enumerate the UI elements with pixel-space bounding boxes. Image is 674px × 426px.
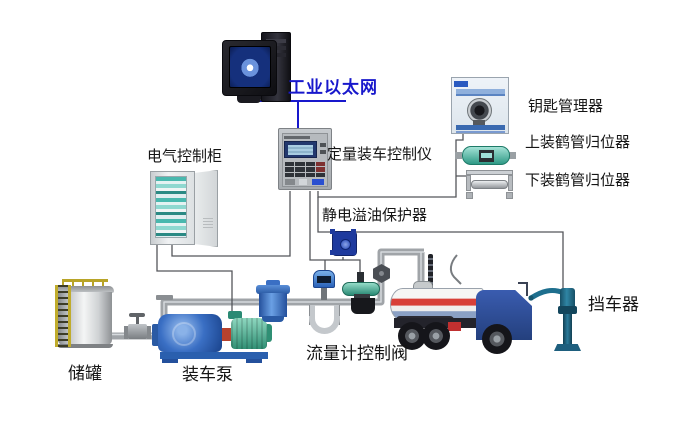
upper-resetter-connector-left	[455, 152, 462, 159]
stopper-pole	[563, 314, 572, 346]
suction-valve-stem	[136, 316, 139, 325]
control-cabinet-device	[150, 171, 195, 245]
label-industrial-ethernet: 工业以太网	[288, 78, 378, 97]
controller-bottom-slot	[299, 179, 307, 185]
keymgr-dial	[467, 98, 492, 123]
controller-bottom-label	[285, 179, 295, 185]
pump-motor	[231, 318, 267, 349]
motor-end-cap	[267, 324, 272, 342]
flowmeter-utube-right	[334, 305, 340, 325]
pump-foot-left	[162, 359, 178, 363]
keymgr-caption-band	[456, 125, 505, 130]
truck-front-wheel	[482, 324, 512, 354]
controller-nameplate	[284, 136, 310, 139]
suction-valve-flange-right	[147, 326, 151, 339]
loading-pump-device	[158, 314, 222, 352]
keymgr-caption-band2	[456, 131, 505, 133]
suction-valve-handwheel	[129, 313, 145, 317]
pump-baseplate	[160, 352, 268, 359]
truck-toolbox	[448, 322, 461, 331]
label-loading-pump: 装车泵	[182, 365, 233, 384]
label-vehicle-stopper: 挡车器	[588, 295, 639, 314]
control-valve-device	[351, 298, 375, 314]
label-control-valve: 控制阀	[357, 344, 408, 363]
cabinet-internals	[155, 176, 187, 238]
cab-mirror-arm	[526, 282, 528, 296]
stopper-latch	[558, 306, 577, 314]
wire-controller-to-meter-valve	[309, 191, 361, 282]
valve-bonnet	[354, 294, 370, 299]
wire-to-vehicle-stopper	[317, 197, 564, 289]
motor-junction-box	[228, 311, 242, 319]
filter-shoulder	[256, 285, 290, 294]
pump-suction-flange	[152, 324, 160, 346]
pump-foot-right	[246, 359, 262, 363]
keymgr-logo	[454, 81, 468, 87]
tank-top-railing	[62, 279, 108, 282]
wire-controller-to-right-devices	[317, 134, 466, 198]
valve-actuator-stem	[357, 272, 364, 284]
keymgr-title-bar	[456, 89, 505, 96]
label-flow-meter: 流量计	[306, 344, 357, 363]
computer-monitor	[222, 40, 277, 96]
wire-cabinet-to-pump	[156, 245, 233, 312]
controller-blue-button	[312, 179, 324, 185]
flowmeter-transmitter	[313, 270, 335, 288]
pipe-runs	[106, 248, 425, 340]
grounding-hose	[449, 254, 462, 285]
truck-chassis	[394, 318, 496, 328]
label-loading-controller: 定量装车控制仪	[327, 147, 433, 163]
pump-discharge-flange	[156, 295, 173, 300]
controller-side-buttons	[320, 143, 326, 147]
suction-valve-flange-left	[124, 326, 128, 339]
label-key-manager: 钥匙管理器	[528, 99, 604, 115]
label-upper-resetter: 上装鹤管归位器	[525, 135, 631, 151]
pump-coupling	[222, 328, 232, 341]
label-electric-control-cabinet: 电气控制柜	[147, 149, 223, 165]
door-vent	[203, 218, 213, 228]
upper-loading-arm-resetter-device	[462, 146, 510, 165]
controller-lcd	[284, 141, 317, 158]
upper-resetter-display	[479, 150, 494, 162]
overfill-probe	[428, 254, 433, 287]
filter-device	[259, 293, 287, 317]
loading-controller-device	[278, 128, 332, 190]
keymgr-keys	[473, 120, 485, 125]
key-manager-device	[451, 77, 509, 134]
tank-bottom-rim	[57, 344, 113, 348]
filter-bottom-cap	[262, 316, 284, 322]
truck-rear-wheel-2	[422, 322, 450, 350]
check-valve-device	[373, 264, 390, 283]
cab-mirror-bar	[518, 282, 528, 284]
suction-valve-device	[128, 324, 147, 339]
label-storage-tank: 储罐	[68, 364, 102, 383]
resetter-roller	[471, 180, 508, 189]
wire-cabinet-to-controller	[171, 191, 291, 257]
tank-ladder	[55, 285, 71, 347]
stopper-base	[554, 344, 581, 351]
upper-resetter-connector-right	[509, 152, 516, 159]
transmitter-display	[317, 276, 331, 283]
flowmeter-neck	[321, 287, 327, 300]
tank-railing-posts	[62, 282, 108, 287]
flowmeter-utube-bend	[309, 316, 340, 334]
cabinet-open-door	[194, 170, 218, 247]
label-lower-resetter: 下装鹤管归位器	[525, 173, 631, 189]
filter-top-cap	[266, 280, 280, 286]
tank-roof	[56, 286, 114, 293]
lower-loading-arm-resetter-device	[463, 165, 517, 201]
tanker-truck	[388, 276, 538, 358]
stopper-arm-tip	[528, 295, 534, 301]
flowmeter-utube-left	[309, 305, 315, 325]
monitor-screen-logo	[229, 46, 271, 88]
static-overflow-protector-device	[330, 229, 357, 256]
label-static-protector: 静电溢油保护器	[322, 208, 428, 224]
controller-keypad	[285, 162, 325, 177]
monitor-stand	[237, 96, 261, 103]
truck-rear-wheel-1	[398, 322, 426, 350]
